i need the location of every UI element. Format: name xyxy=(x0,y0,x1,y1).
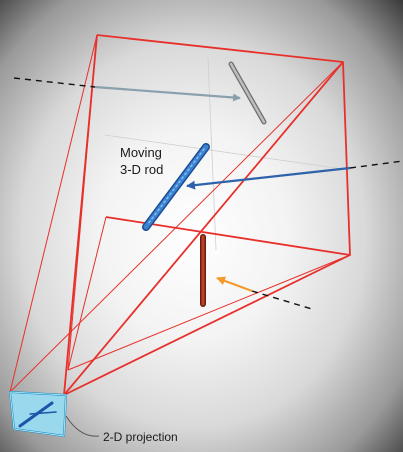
dashed-lines xyxy=(13,77,403,310)
rod-label-line1: Moving xyxy=(120,145,162,160)
orange-arrow xyxy=(216,276,253,293)
gray-arrow xyxy=(94,85,241,102)
projection-plane xyxy=(8,390,68,438)
grid-lines xyxy=(104,57,351,251)
projection-leader-line xyxy=(65,415,100,437)
rod-label-line2: 3-D rod xyxy=(120,162,164,177)
projection-label: 2-D projection xyxy=(103,430,178,444)
blue-3d-rod xyxy=(142,143,210,231)
far-plane-outline xyxy=(63,34,351,396)
blue-arrow xyxy=(186,166,351,190)
gray-rod xyxy=(228,61,267,125)
